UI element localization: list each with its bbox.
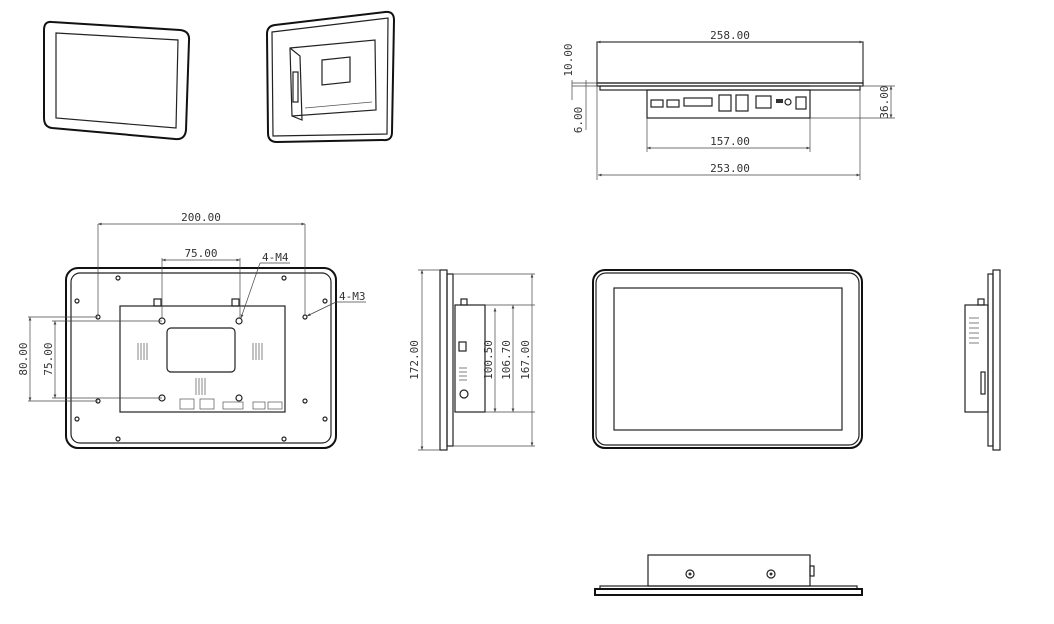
dim-157: 157.00 [710,135,750,148]
dim-36: 36.00 [878,85,891,118]
bottom-view [594,554,863,596]
top-view: 258.00 157.00 253.00 10.00 6.00 36.00 [562,29,895,180]
label-4-m3: 4-M3 [339,290,366,303]
dim-253: 253.00 [710,162,750,175]
front-view [592,269,863,449]
dim-172: 172.00 [408,340,421,380]
dim-100-5: 100.50 [482,340,495,380]
dim-10: 10.00 [562,43,575,76]
dim-75-h: 75.00 [184,247,217,260]
isometric-front-view [43,20,191,141]
isometric-back-view [265,10,396,144]
dim-106-7: 106.70 [500,340,513,380]
dim-167: 167.00 [519,340,532,380]
io-ports [650,94,807,112]
back-view: 200.00 75.00 4-M4 4-M3 80.00 75.00 [17,211,366,449]
dim-6: 6.00 [572,107,585,134]
dim-80: 80.00 [17,342,30,375]
dim-258: 258.00 [710,29,750,42]
dim-75-v: 75.00 [42,342,55,375]
dim-200: 200.00 [181,211,221,224]
label-4-m4: 4-M4 [262,251,289,264]
left-side-view: 172.00 100.50 106.70 167.00 [408,269,535,451]
right-side-view [964,269,1001,451]
